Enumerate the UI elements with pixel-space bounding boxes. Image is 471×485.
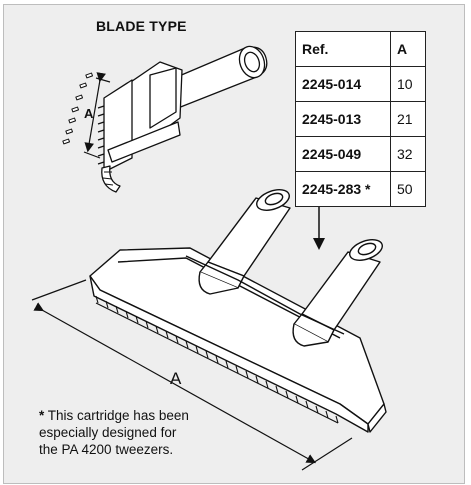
reference-table: Ref. A 2245-014 10 2245-013 21 2245-049 … [295, 31, 426, 207]
a-cell: 21 [390, 101, 426, 137]
header-a: A [390, 31, 426, 67]
large-dimension-label: A [170, 369, 182, 388]
header-ref: Ref. [295, 31, 391, 67]
ref-cell: 2245-283 * [295, 171, 391, 207]
table-header-row: Ref. A [295, 31, 426, 67]
table-row: 2245-049 32 [295, 136, 426, 172]
table-row: 2245-283 * 50 [295, 171, 426, 207]
blade-type-title: BLADE TYPE [96, 18, 187, 34]
ref-cell: 2245-014 [295, 66, 391, 102]
large-cartridge-drawing [89, 189, 387, 433]
large-dimension-line [31, 279, 353, 471]
small-dimension-label: A [84, 106, 94, 121]
table-row: 2245-013 21 [295, 101, 426, 137]
table-row: 2245-014 10 [295, 66, 426, 102]
a-cell: 10 [390, 66, 426, 102]
ref-cell: 2245-049 [295, 136, 391, 172]
small-dimension-line [83, 72, 111, 159]
a-cell: 32 [390, 136, 426, 172]
a-cell: 50 [390, 171, 426, 207]
footnote: * This cartridge has been especially des… [39, 407, 189, 458]
ref-cell: 2245-013 [295, 101, 391, 137]
footnote-star: * [39, 408, 45, 423]
small-blade-drawing [62, 45, 268, 193]
footnote-text: This cartridge has been especially desig… [39, 408, 189, 457]
